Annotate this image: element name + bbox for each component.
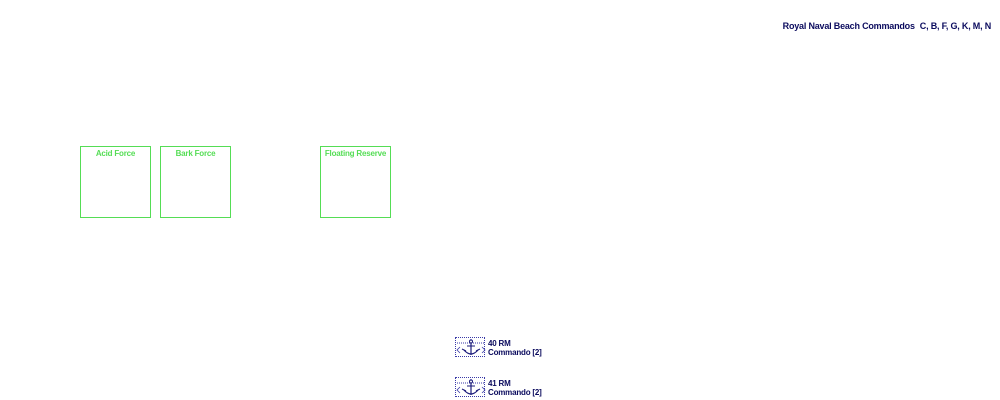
force-label-acid: Acid Force (95, 149, 136, 158)
anchor-icon (456, 338, 486, 355)
force-box-bark: Bark Force (160, 146, 231, 218)
force-label-bark: Bark Force (175, 149, 216, 158)
unit-name: 41 RM (488, 379, 511, 388)
beach-commandos-note: Royal Naval Beach Commandos C, B, F, G, K… (782, 21, 992, 31)
unit-symbol (455, 337, 486, 357)
beach-commandos-label: Royal Naval Beach Commandos (782, 21, 915, 31)
unit-type: Commando [2] (488, 388, 542, 397)
unit-symbol (455, 377, 486, 397)
force-box-acid: Acid Force (80, 146, 151, 218)
unit-name: 40 RM (488, 339, 511, 348)
force-label-floating-reserve: Floating Reserve (324, 149, 387, 158)
force-box-floating-reserve: Floating Reserve (320, 146, 391, 218)
anchor-icon (456, 378, 486, 395)
unit-label: 41 RM Commando [2] (488, 379, 542, 397)
unit-label: 40 RM Commando [2] (488, 339, 542, 357)
beach-commandos-units: C, B, F, G, K, M, N (919, 21, 991, 31)
unit-type: Commando [2] (488, 348, 542, 357)
